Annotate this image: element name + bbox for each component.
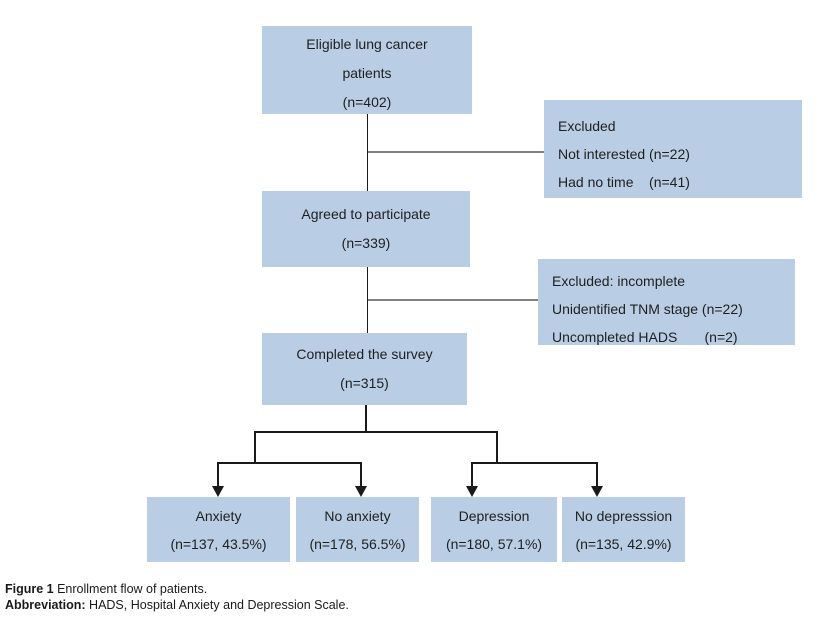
abbreviation-label: Abbreviation:	[5, 598, 86, 612]
connector-tree-right-drop	[496, 431, 498, 464]
box-text-line: (n=135, 42.9%)	[575, 536, 672, 552]
connector-tree-left-horizontal	[217, 462, 362, 464]
connector-tree-right-horizontal	[471, 462, 598, 464]
connector-branch-excluded2	[368, 299, 538, 301]
box-text-line: Not interested (n=22)	[558, 146, 690, 162]
figure-caption-text: Enrollment flow of patients.	[53, 582, 208, 596]
flow-box-no-anxiety: No anxiety (n=178, 56.5%)	[296, 497, 419, 562]
figure-caption-label: Figure 1	[5, 582, 54, 596]
flow-box-excluded-incomplete: Excluded: incomplete Unidentified TNM st…	[538, 259, 795, 345]
flow-box-no-depression: No depresssion (n=135, 42.9%)	[562, 497, 685, 562]
flow-box-excluded-not-interested: Excluded Not interested (n=22) Had no ti…	[544, 100, 802, 198]
abbreviation-text: HADS, Hospital Anxiety and Depression Sc…	[85, 598, 349, 612]
box-text-line: Eligible lung cancer	[306, 36, 428, 52]
connector-eligible-to-agreed	[367, 114, 368, 191]
box-text-line: Unidentified TNM stage (n=22)	[552, 301, 743, 317]
box-text-line: (n=402)	[342, 94, 392, 110]
abbreviation-caption: Abbreviation: HADS, Hospital Anxiety and…	[5, 597, 349, 613]
connector-completed-stem	[365, 405, 367, 432]
box-text-line: (n=137, 43.5%)	[170, 536, 267, 552]
box-text-line: Agreed to participate	[301, 206, 431, 222]
box-text-line: Excluded: incomplete	[552, 273, 686, 289]
connector-tree-left-drop	[254, 431, 256, 464]
box-text-line: (n=315)	[340, 375, 389, 391]
box-text-line: Completed the survey	[296, 346, 433, 362]
figure-caption: Figure 1 Enrollment flow of patients.	[5, 581, 207, 597]
flow-box-depression: Depression (n=180, 57.1%)	[431, 497, 557, 562]
box-text-line: (n=339)	[341, 235, 391, 251]
box-text-line: No depresssion	[574, 508, 673, 524]
arrowhead-no-anxiety-icon	[355, 486, 367, 497]
box-text-line: (n=178, 56.5%)	[309, 536, 406, 552]
arrowhead-no-depression-icon	[591, 486, 603, 497]
box-text-line: Depression	[458, 508, 530, 524]
flow-box-completed-survey: Completed the survey (n=315)	[262, 333, 467, 405]
flow-box-agreed-to-participate: Agreed to participate (n=339)	[262, 191, 470, 267]
arrow-shaft-no-depression	[596, 462, 598, 487]
arrow-shaft-depression	[471, 462, 473, 487]
box-text-line: No anxiety	[324, 508, 391, 524]
arrow-shaft-anxiety	[217, 462, 219, 487]
connector-tree-top-horizontal	[254, 431, 498, 433]
box-text-line: patients	[342, 65, 392, 81]
flow-box-eligible-patients: Eligible lung cancer patients (n=402)	[262, 26, 472, 114]
arrow-shaft-no-anxiety	[360, 462, 362, 487]
arrowhead-depression-icon	[466, 486, 478, 497]
box-text-line: Had no time (n=41)	[558, 174, 690, 190]
box-text-line: Anxiety	[195, 508, 242, 524]
connector-branch-excluded1	[368, 151, 544, 153]
connector-agreed-to-completed	[367, 267, 368, 333]
box-text-line: Uncompleted HADS (n=2)	[552, 329, 738, 345]
arrowhead-anxiety-icon	[212, 486, 224, 497]
box-text-line: Excluded	[558, 118, 616, 134]
box-text-line: (n=180, 57.1%)	[445, 536, 543, 552]
flow-box-anxiety: Anxiety (n=137, 43.5%)	[147, 497, 290, 562]
